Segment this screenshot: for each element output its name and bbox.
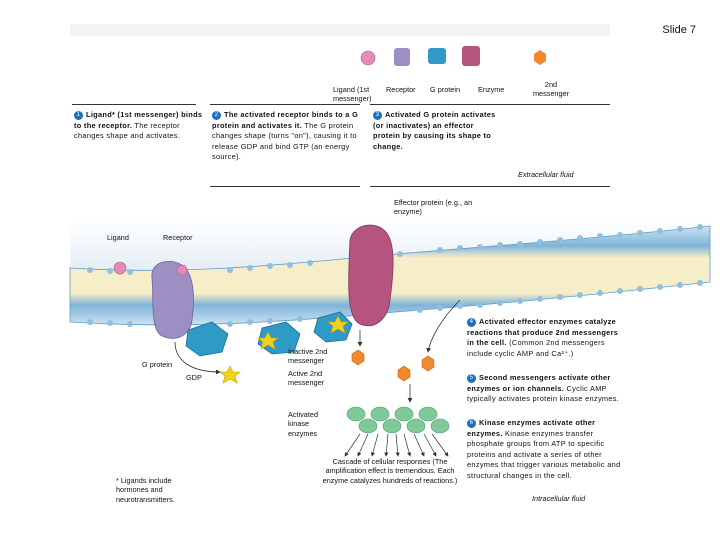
legend-second-messenger-label: 2nd messenger xyxy=(532,80,570,99)
receptor-protein xyxy=(151,261,194,339)
receptor-label: Receptor xyxy=(163,233,193,242)
step-4-bold: Activated effector enzymes catalyze reac… xyxy=(467,317,619,348)
footnote: * Ligands include hormones and neurotran… xyxy=(116,476,175,504)
step-3-badge: 3 xyxy=(373,110,382,120)
g-protein-inactive xyxy=(185,321,229,357)
step-6-bold: Kinase enzymes activate other enzymes. xyxy=(467,418,596,438)
step-1-detail: The receptor changes shape and activates… xyxy=(74,120,181,141)
step-3-divider xyxy=(370,104,610,105)
g-protein-active xyxy=(257,321,301,355)
ligand-label: Ligand xyxy=(107,233,129,242)
flow-arrows xyxy=(174,299,461,403)
legend-receptor-label: Receptor xyxy=(386,85,416,94)
cascade-label: Cascade of cellular responses (The ampli… xyxy=(322,457,458,485)
legend-ligand-label: Ligand (1st messenger) xyxy=(333,85,372,104)
step-1-divider xyxy=(72,104,196,105)
lipid-heads-bottom xyxy=(87,280,703,327)
legend-figures xyxy=(360,46,546,66)
legend-enzyme-label: Enzyme xyxy=(478,85,505,94)
extracellular-fluid-label: Extracellular fluid xyxy=(518,170,574,179)
step-1-badge: 1 xyxy=(74,110,83,120)
second-messengers xyxy=(351,349,435,382)
step-6-detail: Kinase enzymes transfer phosphate groups… xyxy=(467,428,621,480)
step-2-detail: The G protein changes shape (turns "on")… xyxy=(212,120,357,162)
lipid-heads-top xyxy=(87,224,703,275)
slide-number: Slide 7 xyxy=(662,24,696,36)
kinase-enzymes xyxy=(346,406,450,434)
step-2-bold: The activated receptor binds to a G prot… xyxy=(212,110,359,130)
gdp-label: GDP xyxy=(186,373,202,382)
step-2-badge: 2 xyxy=(212,110,221,120)
step-4-badge: 4 xyxy=(467,317,476,327)
active-second-messenger-label: Active 2nd messenger xyxy=(288,369,325,388)
intracellular-fluid-label: Intracellular fluid xyxy=(532,494,586,503)
step-5-badge: 5 xyxy=(467,373,476,383)
step-3-bold: Activated G protein activates (or inacti… xyxy=(373,110,496,151)
step-2-divider xyxy=(210,104,360,105)
effector-enzyme xyxy=(348,224,394,326)
step-1-bold: Ligand* (1st messenger) binds to the rec… xyxy=(74,110,203,130)
step-4-detail: (Common 2nd messengers include cyclic AM… xyxy=(467,338,605,358)
cascade-arrows xyxy=(344,433,449,457)
ligand-bound xyxy=(176,264,188,276)
step-5-bold: Second messengers activate other enzymes… xyxy=(467,373,611,393)
legend-g-protein-label: G protein xyxy=(430,85,461,94)
gtp-stars xyxy=(219,315,349,384)
ligand-sphere xyxy=(113,261,127,275)
inactive-second-messenger-label: Inactive 2nd messenger xyxy=(288,347,328,366)
step-3-bottom-divider xyxy=(370,186,610,187)
activated-kinase-label: Activated kinase enzymes xyxy=(288,410,319,438)
step-6-badge: 6 xyxy=(467,418,476,428)
g-protein-label: G protein xyxy=(142,360,173,369)
effector-protein-label: Effector protein (e.g., an enzyme) xyxy=(394,198,473,217)
header-band xyxy=(70,24,610,36)
step-2-bottom-divider xyxy=(210,186,360,187)
step-5-detail: Cyclic AMP typically activates protein k… xyxy=(467,383,620,404)
